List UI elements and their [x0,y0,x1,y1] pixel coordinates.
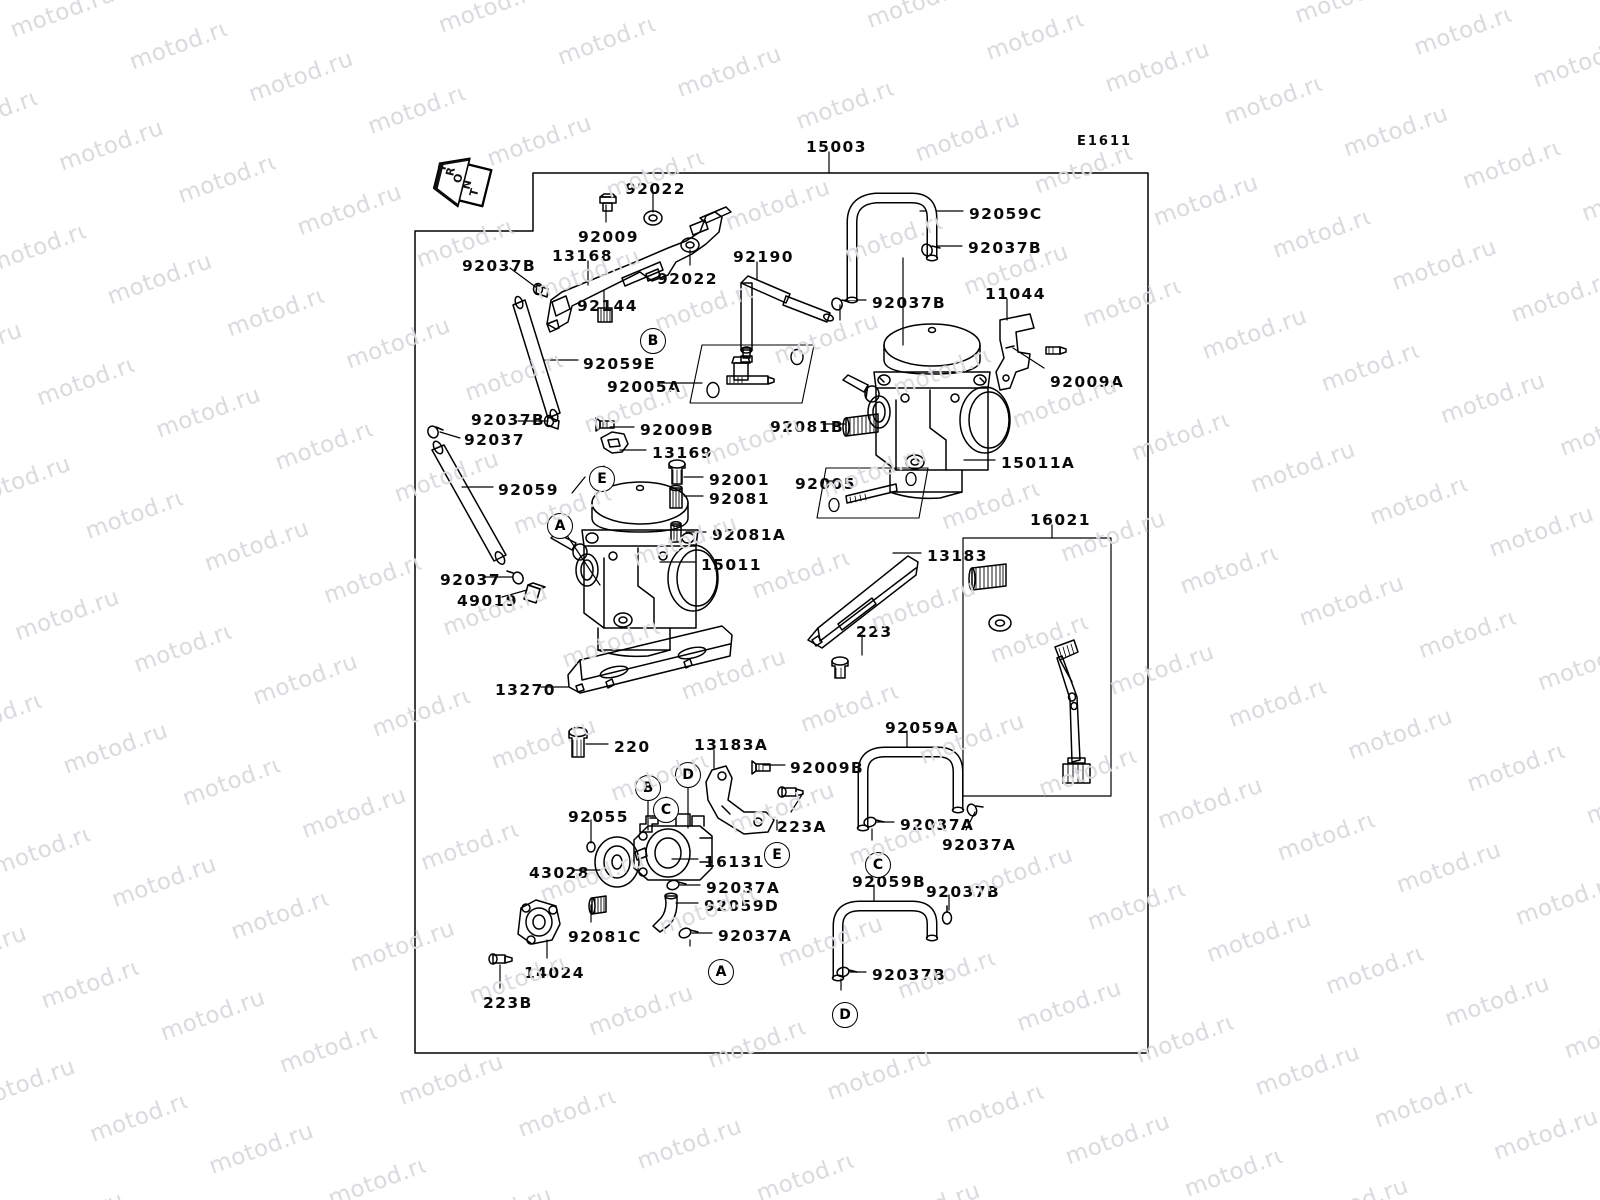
callout-92037: 92037 [440,571,501,589]
callout-223B: 223B [483,994,533,1012]
callout-49019: 49019 [457,592,518,610]
section-letter-e-1: E [589,466,615,492]
callout-92022: 92022 [657,270,718,288]
callout-92059B: 92059B [852,873,927,891]
callout-16021: 16021 [1030,511,1091,529]
callout-92059A: 92059A [885,719,960,737]
diagram-ref-code: E1611 [1077,134,1133,149]
section-letter-d-4: D [675,762,701,788]
callout-92059: 92059 [498,481,559,499]
section-letter-e-6: E [764,842,790,868]
callout-13168: 13168 [552,247,613,265]
callout-92037B: 92037B [968,239,1043,257]
callout-43028: 43028 [529,864,590,882]
callout-92037B: 92037B [926,883,1001,901]
callout-14024: 14024 [524,964,585,982]
callout-13270: 13270 [495,681,556,699]
callout-92037A: 92037A [942,836,1017,854]
callout-92190: 92190 [733,248,794,266]
callout-13183: 13183 [927,547,988,565]
callout-11044: 11044 [985,285,1046,303]
callout-92001: 92001 [709,471,770,489]
callout-92055: 92055 [568,808,629,826]
section-letter-a-7: A [708,959,734,985]
callout-92037B: 92037B [872,294,947,312]
section-letter-d-9: D [832,1002,858,1028]
callout-92059D: 92059D [704,897,780,915]
callout-92009A: 92009A [1050,373,1125,391]
callout-223: 223 [856,623,893,641]
callout-223A: 223A [777,818,827,836]
callout-92037B: 92037B [462,257,537,275]
callout-15011: 15011 [701,556,762,574]
callout-92005: 92005 [795,475,856,493]
section-letter-b-3: B [635,775,661,801]
callout-92009B: 92009B [640,421,715,439]
callout-92059E: 92059E [583,355,656,373]
callout-13169: 13169 [652,444,713,462]
callout-92037A: 92037A [706,879,781,897]
callout-92081C: 92081C [568,928,642,946]
callout-92037A: 92037A [718,927,793,945]
section-letter-a-2: A [547,513,573,539]
callout-92081B: 92081B [770,418,845,436]
section-letter-c-5: C [653,797,679,823]
callout-92022: 92022 [625,180,686,198]
section-letter-b-0: B [640,328,666,354]
callout-92009B: 92009B [790,759,865,777]
callout-92037A: 92037A [900,816,975,834]
callout-92059C: 92059C [969,205,1043,223]
callout-16131: 16131 [704,853,765,871]
callout-92037B: 92037B [471,411,546,429]
callout-92005A: 92005A [607,378,682,396]
callout-92037: 92037 [464,431,525,449]
callout-92081: 92081 [709,490,770,508]
callout-13183A: 13183A [694,736,769,754]
callout-92144: 92144 [577,297,638,315]
section-letter-c-8: C [865,852,891,878]
callout-92009: 92009 [578,228,639,246]
callout-92037B: 92037B [872,966,947,984]
callout-92081A: 92081A [712,526,787,544]
callout-15003: 15003 [806,138,867,156]
callout-220: 220 [614,738,651,756]
callout-15011A: 15011A [1001,454,1076,472]
